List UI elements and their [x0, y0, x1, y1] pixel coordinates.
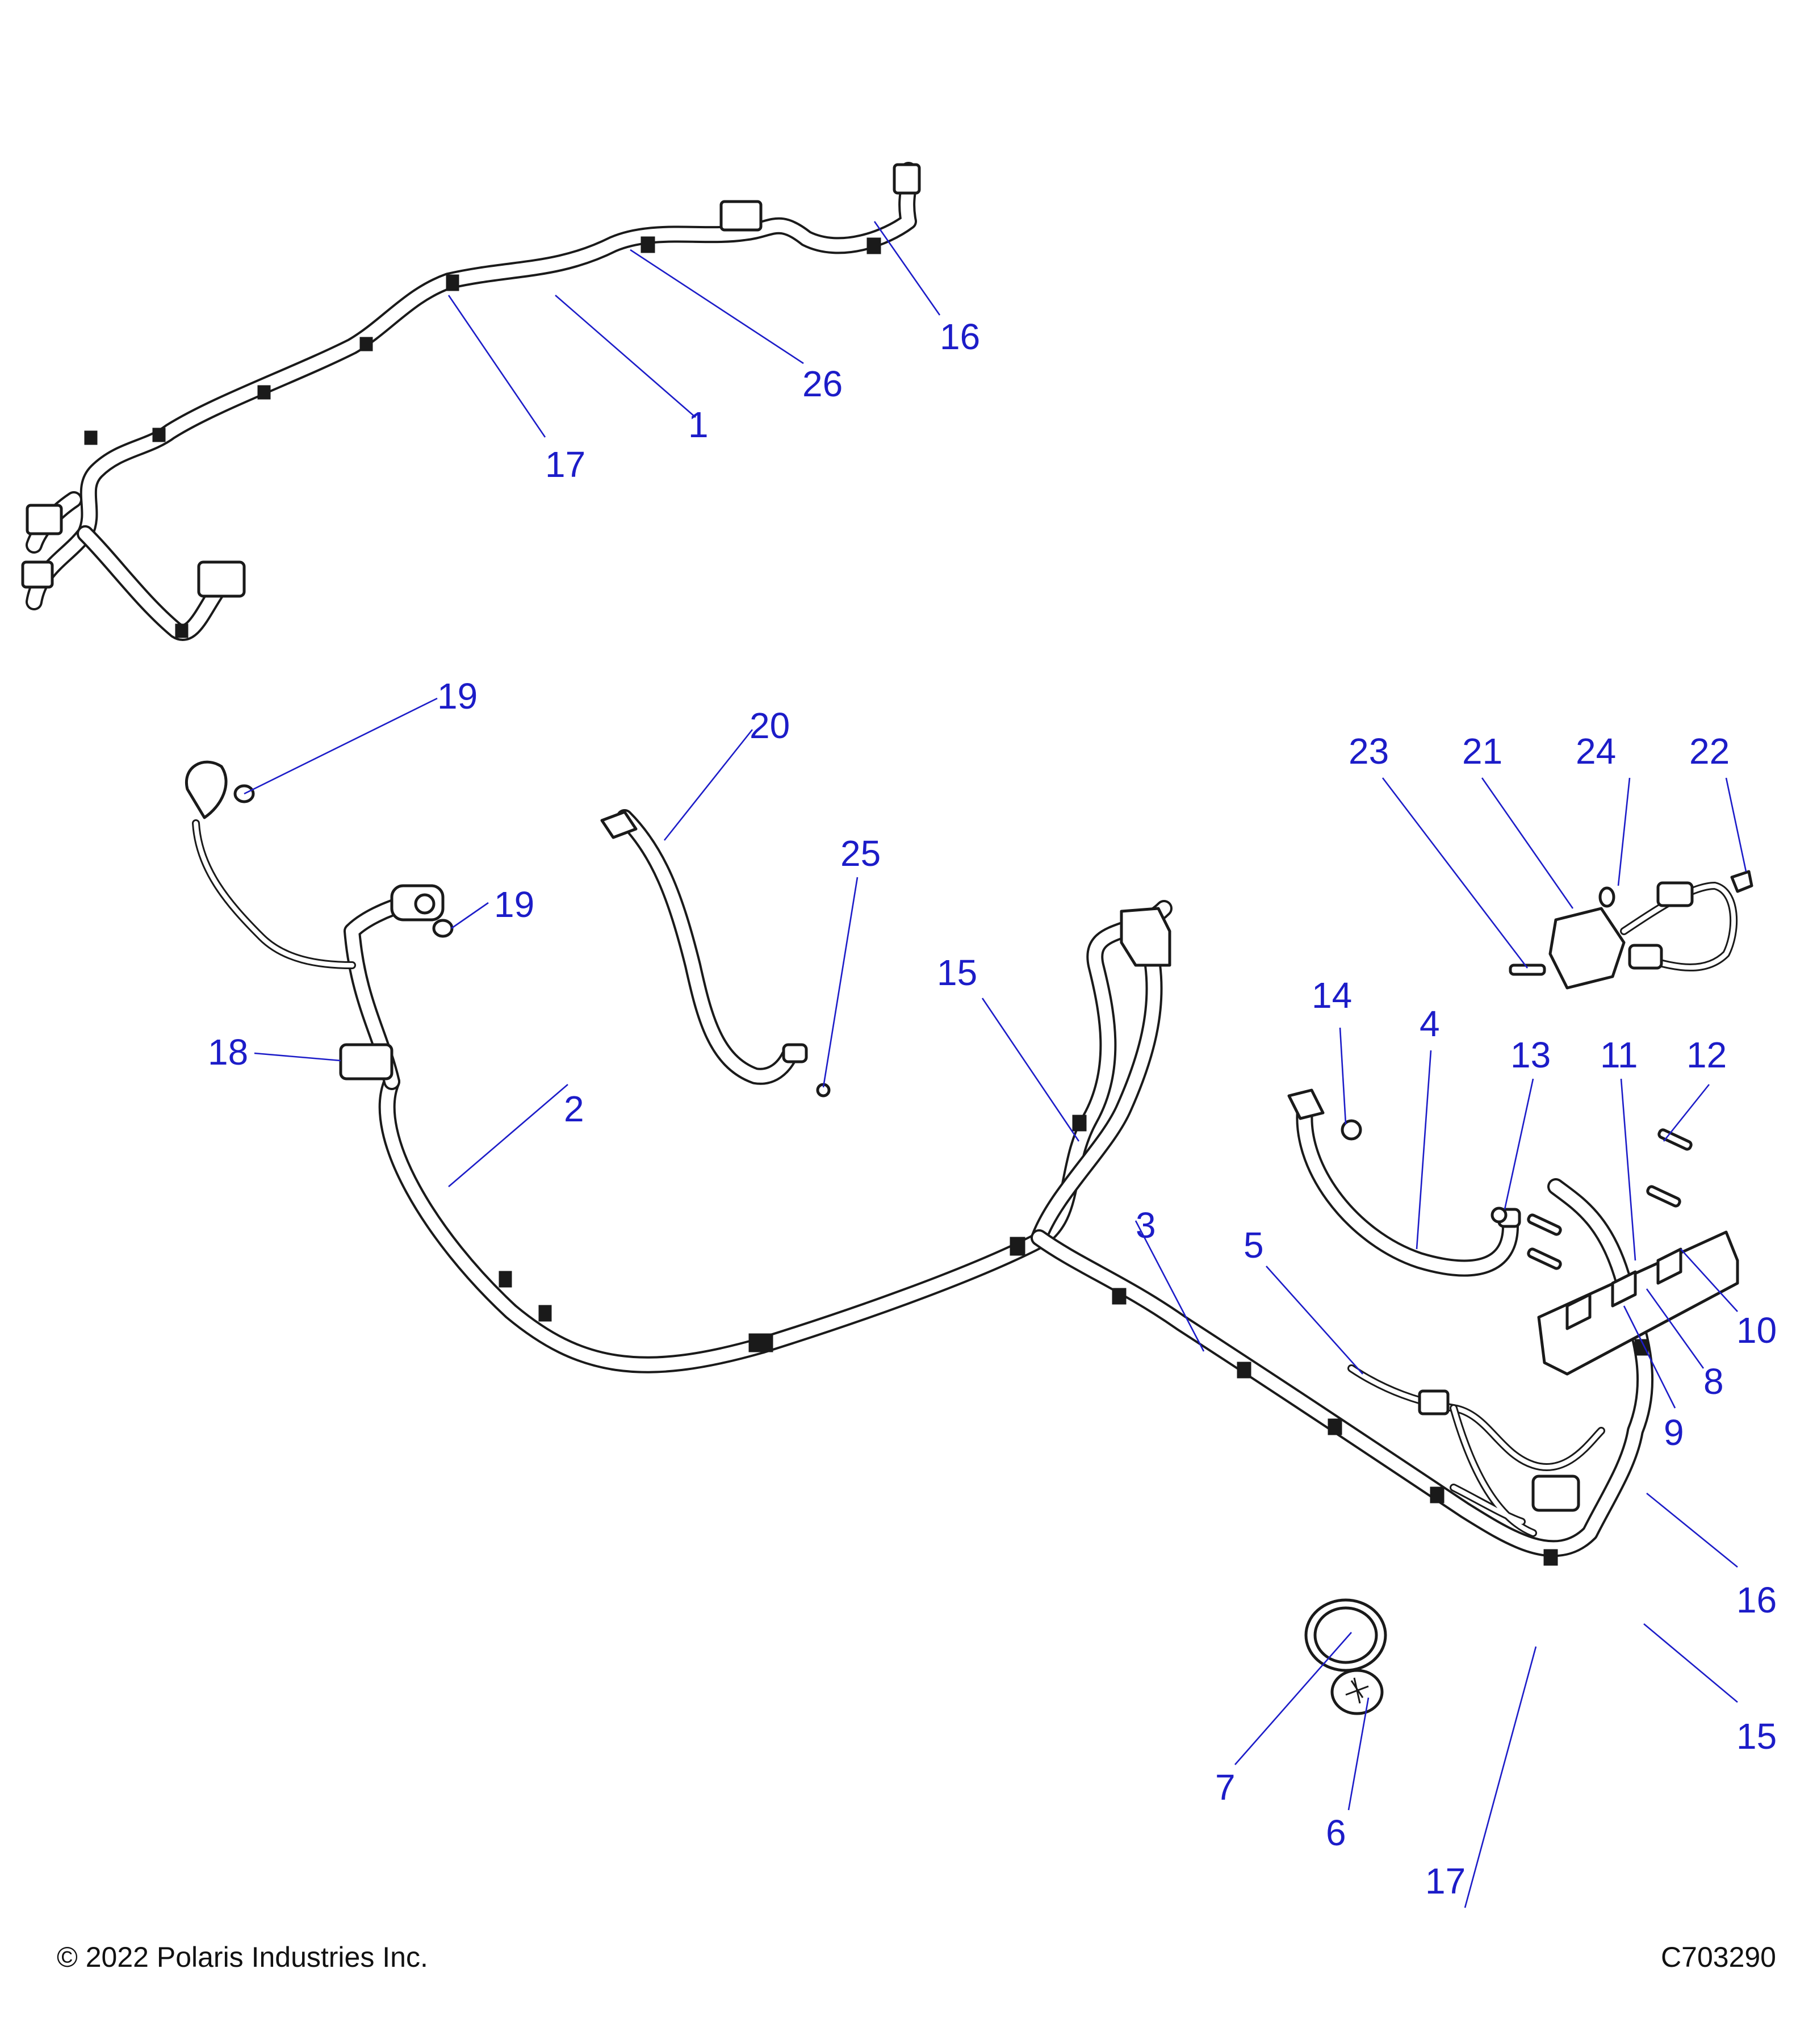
- callout-9: 9: [1664, 1412, 1684, 1453]
- cable-20: [600, 809, 808, 1085]
- callout-10: 10: [1736, 1310, 1777, 1351]
- grommets: [1304, 1598, 1387, 1715]
- callout-24: 24: [1576, 731, 1616, 772]
- callout-1: 1: [688, 404, 709, 445]
- callout-19: 19: [437, 676, 478, 717]
- callout-12: 12: [1686, 1034, 1727, 1075]
- callout-8: 8: [1703, 1361, 1724, 1402]
- callout-21: 21: [1462, 731, 1502, 772]
- copyright-notice: © 2022 Polaris Industries Inc.: [57, 1941, 428, 1973]
- leader-lines: [244, 221, 1747, 1908]
- callout-16: 16: [1736, 1580, 1777, 1620]
- callout-26: 26: [802, 363, 843, 404]
- relay-assembly: [1509, 870, 1753, 990]
- callout-25: 25: [840, 833, 881, 874]
- callout-11: 11: [1600, 1034, 1638, 1075]
- callout-13: 13: [1510, 1034, 1551, 1075]
- callout-4: 4: [1420, 1003, 1440, 1044]
- harness-upper: [21, 162, 921, 641]
- sub-harness: [1347, 1364, 1605, 1537]
- callout-6: 6: [1326, 1812, 1346, 1853]
- connector-block: [1341, 1119, 1739, 1376]
- callout-22: 22: [1689, 731, 1730, 772]
- drawing-id: C703290: [1661, 1941, 1776, 1973]
- callout-15: 15: [1736, 1716, 1777, 1757]
- callout-7: 7: [1215, 1767, 1236, 1808]
- callout-17: 17: [1425, 1861, 1466, 1901]
- callout-23: 23: [1349, 731, 1389, 772]
- callout-2: 2: [564, 1088, 584, 1129]
- fasteners: [233, 784, 831, 1098]
- harness-main: [185, 760, 1173, 1373]
- callout-14: 14: [1312, 975, 1352, 1016]
- ground-strap: [1287, 1088, 1521, 1277]
- callout-18: 18: [208, 1032, 248, 1073]
- callouts: 16 26 1 17 19 20 25 19 18 2 15 3 5 14 4 …: [208, 316, 1777, 1901]
- callout-16: 16: [940, 316, 980, 357]
- callout-3: 3: [1136, 1205, 1156, 1246]
- callout-19: 19: [494, 884, 534, 925]
- callout-5: 5: [1244, 1225, 1264, 1266]
- callout-15: 15: [937, 952, 977, 993]
- callout-17: 17: [545, 444, 585, 485]
- callout-20: 20: [750, 705, 790, 746]
